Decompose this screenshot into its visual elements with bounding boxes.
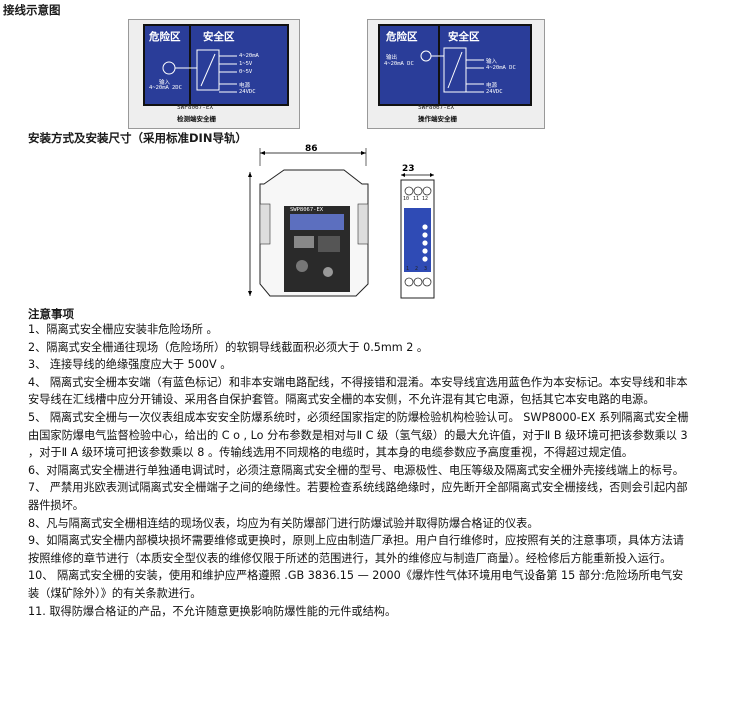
side-model-label: SWP8067-EX (290, 207, 324, 213)
input-label: 输入 (486, 59, 498, 65)
note-item: 1、隔离式安全栅应安装非危险场所 。 (28, 323, 218, 336)
note-item: 11. 取得防爆合格证的产品，不允许随意更换影响防爆性能的元件或结构。 (28, 604, 397, 618)
note-item: 3、 连接导线的绝缘强度应大于 500V 。 (28, 358, 232, 372)
output-2: 1~5V (239, 61, 253, 67)
note-item: 5、 隔离式安全栅与一次仪表组成本安安全防爆系统时，必须经国家指定的防爆检验机构… (28, 410, 689, 460)
front-view-drawing (400, 173, 435, 299)
circuit-graphic (420, 47, 484, 93)
model-label: SWP8067-EX (418, 104, 455, 111)
terminal-12: 12 (422, 196, 429, 202)
wiring-diagram-operation: 危险区 安全区 输出 4~20mA DC 输入 4~20mA DC 电源 24V… (367, 19, 545, 129)
note-item: 9、如隔离式安全栅内部模块损坏需要维修或更换时，原则上应由制造厂承担。用户自行维… (28, 534, 684, 565)
note-item: 10、 隔离式安全栅的安装，使用和维护应严格遵照 .GB 3836.15 — 2… (28, 569, 684, 600)
dimension-depth: 23 (402, 164, 415, 174)
notes-list: 1、隔离式安全栅应安装非危险场所 。 2、隔离式安全栅通往现场（危险场所）的软铜… (28, 321, 690, 620)
input-range: 4~20mA DC (486, 65, 516, 71)
note-item: 7、 严禁用兆欧表测试隔离式安全栅端子之间的绝缘性。若要检查系统线路绝缘时，应先… (28, 481, 688, 512)
input-label: 输入 (159, 80, 171, 86)
terminal-1: 1 (406, 266, 410, 272)
install-section-title: 安装方式及安装尺寸（采用标准DIN导轨） (28, 131, 247, 145)
note-item: 4、 隔离式安全栅本安端（有蓝色标记）和非本安端电路配线，不得接错和混淆。本安导… (28, 375, 688, 407)
notes-section-title: 注意事项 (28, 307, 74, 321)
output-3: 0~5V (239, 69, 253, 75)
power-voltage: 24VDC (239, 89, 256, 95)
output-label: 输出 (386, 55, 398, 61)
zone-divider (189, 26, 191, 104)
barrier-box: 危险区 安全区 输入 4~20mA 2DC 4~20mA 1~5V 0~5V 电… (143, 24, 289, 106)
side-view-drawing (248, 148, 369, 297)
terminal-11: 11 (413, 196, 420, 202)
power-voltage: 24VDC (486, 89, 503, 95)
power-label: 电源 (486, 83, 498, 89)
note-item: 6、对隔离式安全栅进行单独通电调试时，必须注意隔离式安全栅的型号、电源极性、电压… (28, 463, 684, 477)
note-item: 2、隔离式安全栅通往现场（危险场所）的软铜导线截面积必须大于 0.5mm 2 。 (28, 340, 429, 354)
diagram-caption: 操作端安全栅 (418, 115, 457, 123)
safe-zone-label: 安全区 (448, 31, 480, 43)
note-item: 8、凡与隔离式安全栅相连结的现场仪表，均应为有关防爆部门进行防爆试验并取得防爆合… (28, 516, 539, 530)
input-range: 4~20mA (149, 85, 169, 91)
diagram-caption: 检测端安全栅 (177, 115, 216, 123)
terminal-10: 10 (403, 196, 410, 202)
barrier-box: 危险区 安全区 输出 4~20mA DC 输入 4~20mA DC 电源 24V… (378, 24, 532, 106)
circuit-graphic (162, 49, 237, 93)
output-1: 4~20mA (239, 53, 259, 59)
zone-divider (438, 26, 440, 104)
terminal-3: 3 (424, 266, 428, 272)
hazard-zone-label: 危险区 (386, 31, 418, 43)
model-label: SWP8067-EX (177, 104, 214, 111)
input-type: 2DC (172, 85, 182, 91)
output-range: 4~20mA DC (384, 61, 414, 67)
hazard-zone-label: 危险区 (149, 31, 181, 43)
wiring-section-title: 接线示意图 (3, 3, 61, 17)
safe-zone-label: 安全区 (203, 31, 235, 43)
terminal-2: 2 (415, 266, 419, 272)
dimension-width: 86 (305, 144, 318, 154)
wiring-diagram-detection: 危险区 安全区 输入 4~20mA 2DC 4~20mA 1~5V 0~5V 电… (128, 19, 300, 129)
power-label: 电源 (239, 83, 251, 89)
